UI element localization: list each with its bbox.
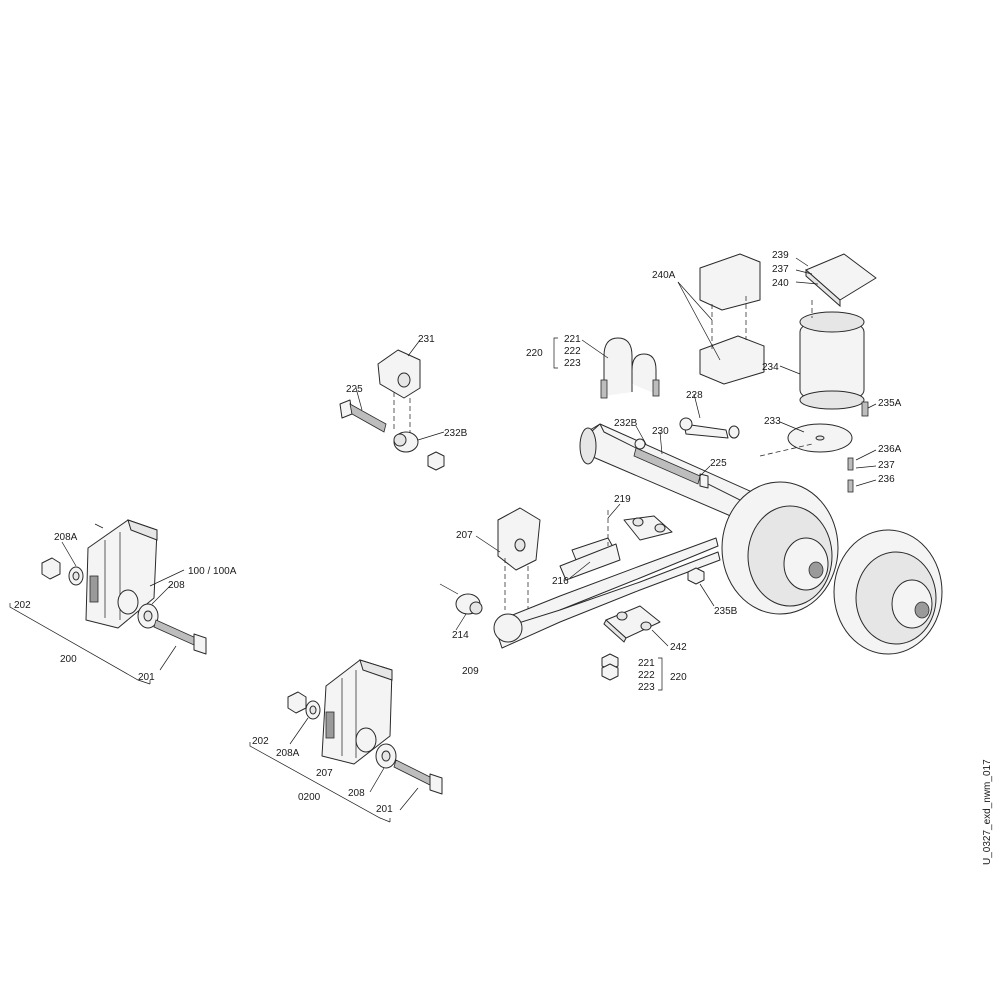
label-228: 228 bbox=[686, 390, 703, 401]
washer-208a-b bbox=[305, 700, 321, 720]
label-222-a: 222 bbox=[564, 346, 581, 357]
label-225-a: 225 bbox=[346, 384, 363, 395]
label-235a: 235A bbox=[878, 398, 902, 409]
label-221-b: 221 bbox=[638, 658, 655, 669]
label-232b: 232B bbox=[444, 428, 468, 439]
label-100-100a: 100 / 100A bbox=[188, 566, 237, 577]
base-plate-233 bbox=[787, 423, 853, 453]
bolt-225-b bbox=[633, 438, 709, 489]
label-223-a: 223 bbox=[564, 358, 581, 369]
bolt-225-a bbox=[339, 399, 387, 433]
label-208a-b: 208A bbox=[276, 748, 300, 759]
label-216: 216 bbox=[552, 576, 569, 587]
label-233: 233 bbox=[764, 416, 781, 427]
bolts-235a-236 bbox=[759, 401, 869, 493]
label-214: 214 bbox=[452, 630, 469, 641]
label-237-a: 237 bbox=[772, 264, 789, 275]
label-201: 201 bbox=[138, 672, 155, 683]
label-220-a: 220 bbox=[526, 348, 543, 359]
brake-drum-left bbox=[721, 481, 839, 615]
part-labels: 200 201 202 208A 208 100 / 100A 0200 201… bbox=[14, 250, 902, 815]
spring-plate-216 bbox=[559, 537, 621, 581]
drawing-code: U_0327_exd_nwm_017 bbox=[982, 759, 998, 865]
label-221-a: 221 bbox=[564, 334, 581, 345]
air-bellow-234 bbox=[799, 300, 865, 410]
label-202: 202 bbox=[14, 600, 31, 611]
label-201-b: 201 bbox=[376, 804, 393, 815]
eccentric-washer-208-b bbox=[375, 743, 397, 769]
label-209: 209 bbox=[462, 666, 479, 677]
hanger-bracket-100 bbox=[85, 519, 158, 629]
label-0200: 0200 bbox=[298, 792, 321, 803]
hanger-bracket-assembly-0200 bbox=[249, 659, 443, 823]
label-202-b: 202 bbox=[252, 736, 269, 747]
label-239: 239 bbox=[772, 250, 789, 261]
label-200: 200 bbox=[60, 654, 77, 665]
label-230: 230 bbox=[652, 426, 669, 437]
bolt-201-b bbox=[393, 759, 443, 795]
label-236a: 236A bbox=[878, 444, 902, 455]
bolt-201 bbox=[153, 619, 207, 655]
label-208: 208 bbox=[168, 580, 185, 591]
spring-hanger-207 bbox=[497, 507, 541, 618]
label-237-b: 237 bbox=[878, 460, 895, 471]
label-231: 231 bbox=[418, 334, 435, 345]
u-bolts-220 bbox=[600, 337, 660, 399]
label-240a: 240A bbox=[652, 270, 676, 281]
label-220-b: 220 bbox=[670, 672, 687, 683]
drawing-code-text: U_0327_exd_nwm_017 bbox=[982, 759, 993, 865]
shock-absorber-228 bbox=[679, 417, 740, 439]
label-219: 219 bbox=[614, 494, 631, 505]
leaf-spring-209 bbox=[439, 537, 721, 649]
nut-202-b bbox=[287, 691, 307, 714]
nut-202 bbox=[41, 557, 61, 580]
nut-235b bbox=[687, 567, 705, 585]
bushing-214 bbox=[455, 593, 483, 615]
bottom-plate-242 bbox=[603, 605, 661, 643]
label-235b: 235B bbox=[714, 606, 738, 617]
hanger-bracket-assembly-200 bbox=[9, 519, 207, 685]
washer-208a bbox=[68, 566, 84, 586]
label-208-b: 208 bbox=[348, 788, 365, 799]
brake-drum-right bbox=[833, 529, 943, 655]
label-222-b: 222 bbox=[638, 670, 655, 681]
label-236: 236 bbox=[878, 474, 895, 485]
label-223-b: 223 bbox=[638, 682, 655, 693]
label-207-b: 207 bbox=[316, 768, 333, 779]
air-spring-mount-240a bbox=[699, 253, 765, 385]
label-242: 242 bbox=[670, 642, 687, 653]
label-208a: 208A bbox=[54, 532, 78, 543]
leader-lines bbox=[61, 257, 877, 811]
top-plate-240 bbox=[805, 253, 877, 308]
bushing-232b bbox=[393, 431, 445, 471]
nuts-220-b bbox=[601, 653, 619, 681]
label-234: 234 bbox=[762, 362, 779, 373]
label-240: 240 bbox=[772, 278, 789, 289]
axle-seat-219 bbox=[607, 510, 673, 546]
eccentric-washer-208 bbox=[137, 603, 159, 629]
hanger-bracket-207 bbox=[321, 659, 393, 765]
label-232b-b: 232B bbox=[614, 418, 638, 429]
label-207-a: 207 bbox=[456, 530, 473, 541]
label-225-b: 225 bbox=[710, 458, 727, 469]
